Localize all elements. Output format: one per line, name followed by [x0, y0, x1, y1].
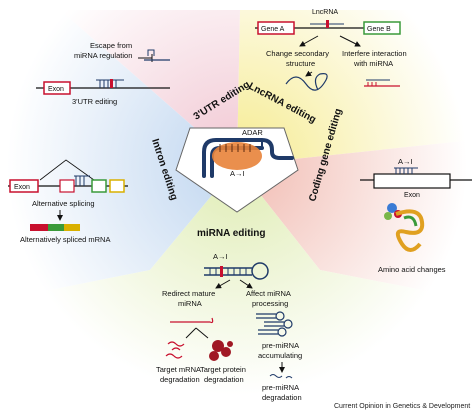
- intron-exon-label: Exon: [14, 184, 30, 191]
- mirna-pre-deg-line2: degradation: [262, 393, 302, 402]
- utr3-escape-line1: Escape from: [90, 41, 132, 50]
- intron-exon-box: [9, 179, 39, 193]
- utr3-panel: Escape from miRNA regulation Exon 3'UTR …: [36, 41, 170, 106]
- lnc-interfere-line2: with miRNA: [353, 59, 393, 68]
- mirna-pre-acc-line1: pre-miRNA: [262, 341, 299, 350]
- journal-credit: Current Opinion in Genetics & Developmen…: [334, 403, 470, 410]
- intron-panel: Exon Alternative splicing Alternatively …: [8, 159, 128, 244]
- coding-edit-label: A→I: [398, 157, 413, 166]
- mirna-panel: A→I Redirect mature miRNA Affect miRNA p…: [156, 252, 302, 402]
- mirna-redirect-line1: Redirect mature: [162, 289, 215, 298]
- sector-lncrna-bg: [237, 10, 474, 165]
- mirna-target-mrna-line1: Target mRNA: [156, 365, 201, 374]
- mirna-affect-line2: processing: [252, 299, 288, 308]
- pre-mirna-hairpins-icon: [256, 311, 293, 337]
- mirna-pre-deg-line1: pre-miRNA: [262, 383, 299, 392]
- utr3-exon-label: Exon: [48, 86, 64, 93]
- degraded-mrna-icon: [165, 341, 185, 359]
- lncrna-panel: Gene A Gene B LncRNA Change secondary st…: [255, 9, 407, 91]
- lnc-gene-b-label: Gene B: [367, 26, 391, 33]
- lnc-gene-b-box: [363, 21, 401, 35]
- coding-panel: A→I Exon Amino acid changes: [360, 157, 472, 274]
- mirna-target-mrna-line2: degradation: [160, 375, 200, 384]
- degraded-protein-icon: [209, 340, 233, 361]
- utr3-caption: 3'UTR editing: [72, 97, 117, 106]
- protein-structure-icon: [384, 203, 425, 252]
- adar-hairpin: [202, 138, 294, 178]
- mirna-target-protein-line1: Target protein: [200, 365, 246, 374]
- intron-alt-splicing: Alternative splicing: [32, 199, 95, 208]
- mirna-affect-line1: Affect miRNA: [246, 289, 291, 298]
- lnc-label: LncRNA: [312, 9, 338, 16]
- coding-aa-changes: Amino acid changes: [378, 265, 446, 274]
- utr3-escape-line2: miRNA regulation: [74, 51, 132, 60]
- sector-mirna-bg: [0, 165, 474, 400]
- coding-exon-label: Exon: [404, 192, 420, 199]
- lnc-gene-a-label: Gene A: [261, 26, 285, 33]
- mirna-redirect-line2: miRNA: [178, 299, 202, 308]
- lnc-change-line1: Change secondary: [266, 49, 329, 58]
- intron-alt-mrna: Alternatively spliced mRNA: [20, 235, 110, 244]
- lnc-gene-a-box: [257, 21, 295, 35]
- lnc-change-line2: structure: [286, 59, 315, 68]
- coding-exon-box: [373, 173, 451, 189]
- adar-label: ADAR: [242, 128, 263, 137]
- utr3-exon-box: [43, 81, 71, 95]
- center-edit-label: A→I: [230, 169, 245, 178]
- mirna-edit-label: A→I: [213, 252, 228, 261]
- mirna-target-protein-line2: degradation: [204, 375, 244, 384]
- lnc-interfere-line1: Interfere interaction: [342, 49, 407, 58]
- mirna-pre-acc-line2: accumulating: [258, 351, 302, 360]
- sector-title-mirna: miRNA editing: [197, 228, 266, 239]
